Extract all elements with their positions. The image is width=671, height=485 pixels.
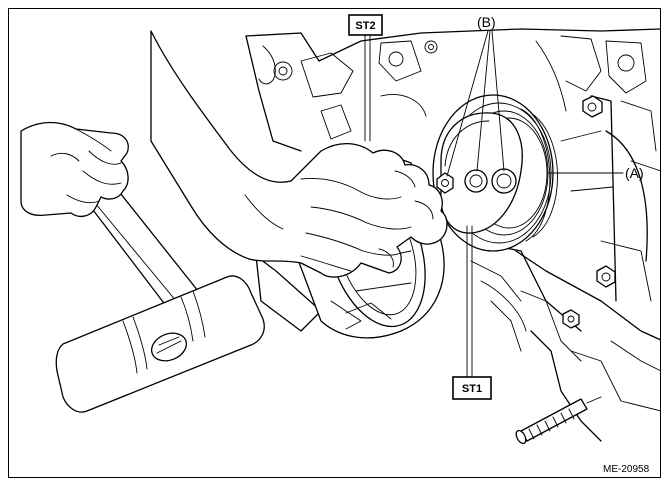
illustration-frame: ST2 ST1 (B) (A) ME-20958 bbox=[8, 8, 661, 478]
right-hand bbox=[150, 30, 448, 278]
engine-block bbox=[245, 28, 660, 442]
callout-b: (B) bbox=[477, 14, 496, 30]
callout-a: (A) bbox=[625, 165, 644, 181]
illustration-canvas: ST2 ST1 (B) (A) ME-20958 bbox=[20, 14, 660, 475]
stud-bolt bbox=[515, 396, 602, 445]
tag-st1: ST1 bbox=[452, 376, 492, 400]
leader-lines bbox=[364, 30, 624, 378]
left-hand bbox=[20, 121, 129, 218]
mallet bbox=[55, 168, 265, 413]
figure-code: ME-20958 bbox=[603, 464, 650, 475]
tag-st1-text: ST1 bbox=[462, 383, 482, 395]
tag-st2-text: ST2 bbox=[355, 20, 375, 32]
engine-bolts bbox=[562, 95, 616, 329]
tag-st2: ST2 bbox=[348, 14, 383, 36]
